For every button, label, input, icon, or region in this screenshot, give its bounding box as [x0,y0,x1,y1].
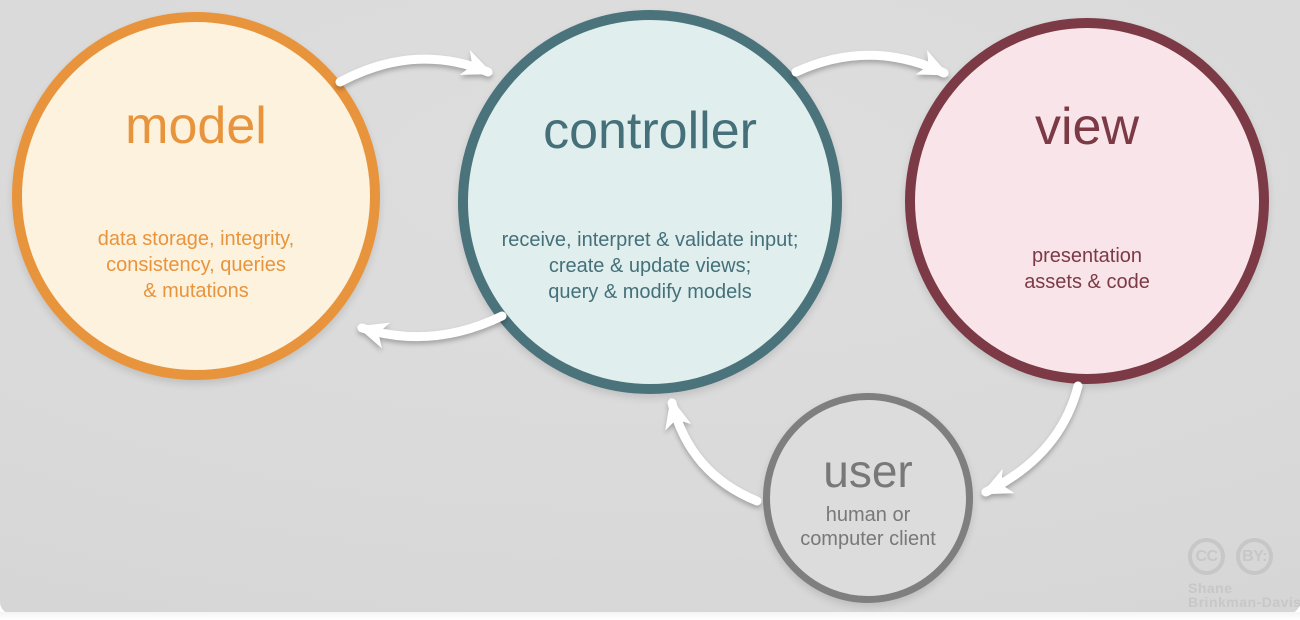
cc-attribution-badge: CC BY: Shane Brinkman-Davis [1188,538,1300,610]
description-line: computer client [800,528,936,550]
arrow-model-to-controller [335,50,494,87]
controller-description: receive, interpret & validate input; cre… [468,227,832,305]
user-node: user human or computer client [763,393,973,603]
arrow-user-to-controller [665,397,762,506]
view-node: view presentation assets & code [905,18,1269,384]
description-line: receive, interpret & validate input; [501,229,799,251]
controller-title: controller [543,102,757,160]
model-node: model data storage, integrity, consisten… [12,12,380,380]
model-title: model [125,97,267,155]
cc-license-icons: CC BY: [1188,538,1298,575]
arrow-view-to-user [981,381,1083,497]
arrow-controller-to-view [791,50,949,78]
description-line: query & modify models [548,281,752,303]
attribution-name-line1: Shane [1188,580,1233,596]
user-description: human or computer client [770,503,966,551]
description-line: consistency, queries [106,254,286,276]
description-line: presentation [1031,245,1143,267]
model-description: data storage, integrity, consistency, qu… [22,226,370,304]
view-description: presentation assets & code [915,243,1259,295]
cc-by-icon: BY: [1236,538,1273,575]
slide-bottom-edge [0,612,1300,620]
description-line: data storage, integrity, [97,228,295,250]
description-line: human or [825,504,911,526]
arrow-controller-to-model [356,311,507,349]
user-title: user [823,445,913,497]
controller-node: controller receive, interpret & validate… [458,10,842,394]
description-line: assets & code [1024,271,1150,293]
view-title: view [1034,98,1140,156]
description-line: create & update views; [548,255,752,277]
attribution-name-line2: Brinkman-Davis [1188,594,1300,610]
description-line: & mutations [143,280,249,302]
cc-icon: CC [1188,538,1225,575]
